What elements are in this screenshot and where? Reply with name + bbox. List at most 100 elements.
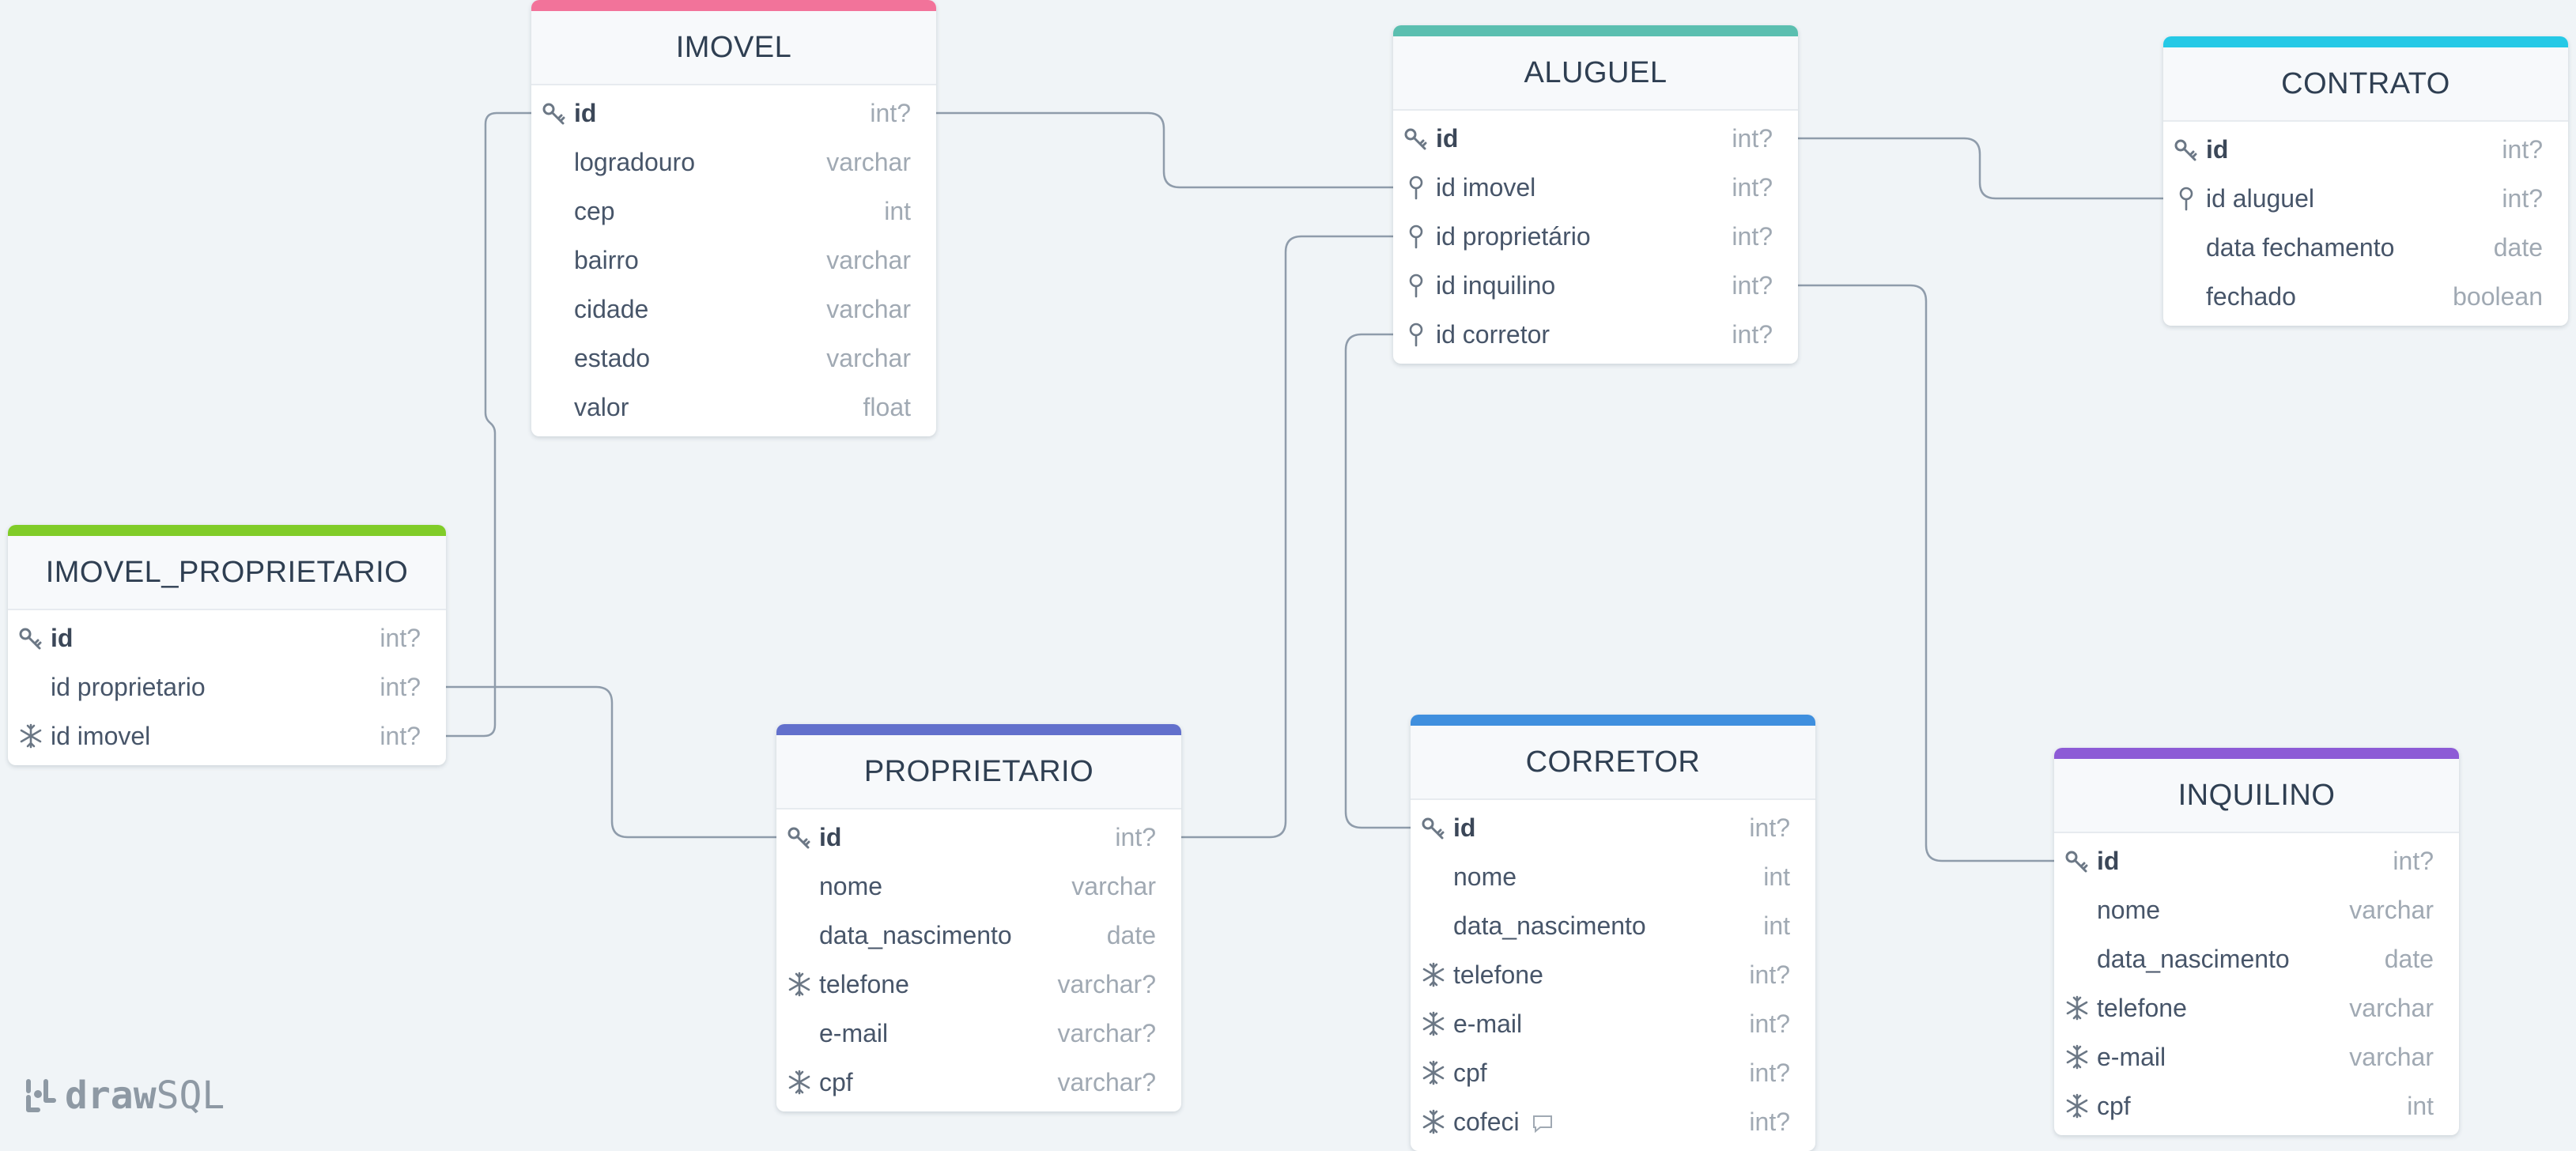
field-type: varchar? [1057, 1018, 1157, 1047]
foreign-key-icon [1403, 321, 1430, 348]
relation-imovel-imovel-proprietario[interactable] [446, 111, 531, 738]
field-name-text: id [1453, 813, 1476, 842]
field-type: varchar [826, 245, 911, 274]
field-type: int? [1732, 270, 1773, 300]
table-title[interactable]: CORRETOR [1411, 726, 1815, 800]
field-name: valor [574, 393, 863, 422]
field-name: cpf [2097, 1092, 2407, 1121]
field-type: int? [1749, 960, 1790, 989]
table-title[interactable]: IMOVEL_PROPRIETARIO [8, 536, 446, 610]
field-name: telefone [1453, 960, 1749, 990]
field-name-text: id [2206, 134, 2229, 164]
field-name-text: e-mail [819, 1018, 889, 1047]
field-name: id [1436, 124, 1732, 153]
table-color-bar [776, 724, 1181, 735]
relation-aluguel-inquilino[interactable] [1798, 284, 2054, 862]
field-name-text: cpf [819, 1067, 853, 1096]
field-name: data fechamento [2206, 233, 2494, 262]
field-type: int [2407, 1091, 2434, 1120]
field-name-text: estado [574, 343, 651, 372]
field-name: bairro [574, 246, 826, 275]
field-row[interactable]: bairro varchar [531, 236, 936, 285]
key-icon [786, 824, 813, 851]
unique-index-icon [1420, 961, 1447, 988]
relation-aluguel-contrato[interactable] [1798, 137, 2163, 200]
field-type: varchar [2349, 993, 2434, 1022]
key-icon [1420, 814, 1447, 841]
field-type: varchar [826, 294, 911, 323]
field-name: estado [574, 344, 826, 373]
table-title[interactable]: PROPRIETARIO [776, 735, 1181, 809]
field-type: varchar [826, 343, 911, 372]
field-name-text: id proprietario [51, 672, 206, 701]
field-name-text: id corretor [1436, 319, 1551, 349]
field-name: id imovel [51, 722, 380, 751]
field-name: data_nascimento [1453, 911, 1763, 941]
field-name-text: id [819, 822, 842, 851]
field-type: int? [1732, 172, 1773, 202]
field-name-text: bairro [574, 245, 639, 274]
key-icon [1403, 125, 1430, 152]
field-name-text: telefone [819, 969, 909, 998]
field-row[interactable]: e-mail varchar? [776, 1009, 1181, 1058]
table-title[interactable]: CONTRATO [2163, 47, 2568, 122]
field-row[interactable]: estado varchar [531, 334, 936, 383]
relation-imovel-aluguel[interactable] [936, 111, 1393, 189]
relation-proprietario-aluguel[interactable] [1181, 235, 1393, 839]
field-type: int [1763, 911, 1790, 940]
table-title[interactable]: INQUILINO [2054, 759, 2459, 833]
field-type: int [1763, 862, 1790, 891]
unique-index-icon [1420, 1059, 1447, 1086]
relation-aluguel-corretor[interactable] [1344, 333, 1411, 829]
relation-imovel-proprietario-proprietario[interactable] [446, 685, 776, 839]
field-type: boolean [2453, 281, 2543, 311]
table-title[interactable]: ALUGUEL [1393, 36, 1798, 111]
comment-icon[interactable] [1520, 1108, 1554, 1137]
table-title[interactable]: IMOVEL [531, 11, 936, 85]
